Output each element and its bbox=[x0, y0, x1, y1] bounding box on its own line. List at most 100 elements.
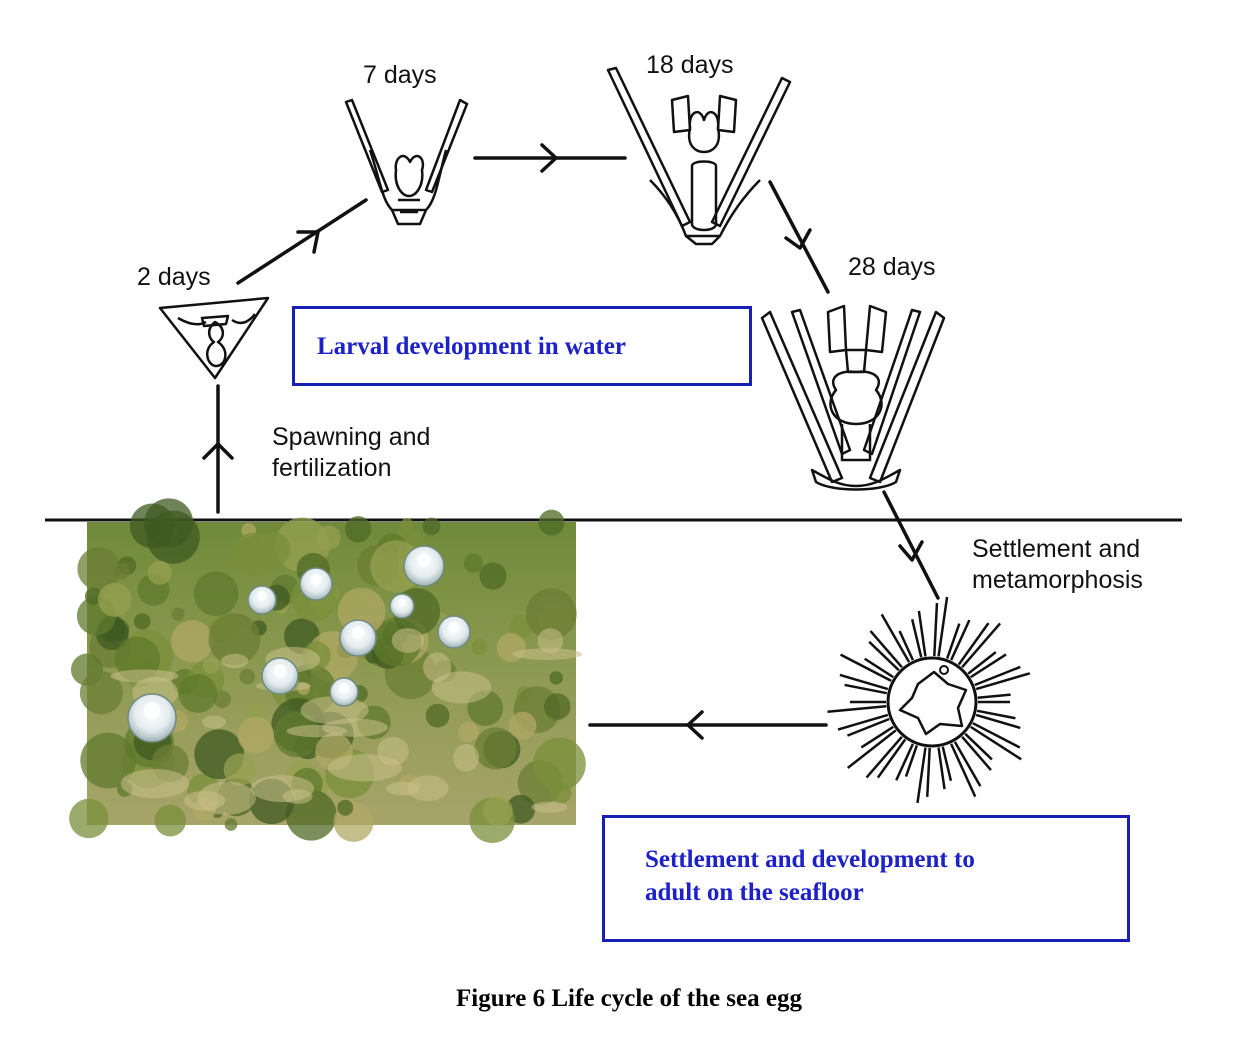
urchin-spine bbox=[864, 657, 894, 679]
algae-clump bbox=[193, 571, 239, 617]
algae-clump bbox=[154, 804, 187, 837]
algae-clump bbox=[508, 711, 537, 740]
sand-patch bbox=[423, 652, 452, 683]
larval-development-text: Larval development in water bbox=[317, 333, 626, 360]
algae-clump bbox=[474, 727, 517, 770]
algae-clump bbox=[549, 671, 563, 685]
larva-7-days-drawing bbox=[344, 98, 469, 226]
sand-patch bbox=[537, 628, 564, 654]
urchin-spine bbox=[976, 709, 1016, 720]
algae-clump bbox=[202, 657, 220, 674]
urchin-spine bbox=[846, 729, 897, 769]
label-28-days: 28 days bbox=[848, 253, 936, 281]
larva-28-days-drawing bbox=[760, 304, 946, 491]
arrow-spawning-up bbox=[202, 384, 234, 514]
sand-patch bbox=[407, 775, 449, 802]
algae-clump bbox=[543, 693, 571, 720]
arrow-day7-to-day18 bbox=[473, 143, 627, 173]
urchin-spine bbox=[945, 623, 961, 659]
urchin-spine bbox=[876, 738, 907, 779]
label-18-days: 18 days bbox=[646, 51, 734, 79]
algae-clump bbox=[232, 532, 275, 575]
seafloor-development-text: Settlement and development to adult on t… bbox=[645, 846, 975, 906]
figure-caption: Figure 6 Life cycle of the sea egg bbox=[456, 985, 802, 1012]
sand-patch bbox=[202, 715, 227, 729]
urchin-spine bbox=[846, 717, 890, 737]
algae-clump bbox=[525, 588, 577, 640]
photo-urchin-highlight bbox=[257, 590, 267, 601]
sand-patch bbox=[431, 671, 492, 704]
sand-patch bbox=[197, 781, 256, 815]
urchin-spine bbox=[895, 743, 915, 781]
algae-clump bbox=[400, 517, 414, 531]
urchin-spine bbox=[827, 705, 887, 713]
urchin-spine bbox=[961, 735, 992, 771]
urchin-spine bbox=[837, 713, 889, 731]
cycle-arrows bbox=[202, 143, 940, 740]
algae-clump bbox=[425, 703, 450, 728]
urchin-spine bbox=[961, 622, 1002, 669]
photo-urchin-highlight bbox=[143, 702, 161, 720]
urchin-spine bbox=[949, 743, 977, 798]
algae-clump bbox=[532, 737, 586, 791]
larval-development-box: Larval development in water bbox=[292, 306, 752, 386]
algae-clump bbox=[239, 668, 256, 685]
arrow-juvenile-to-adult bbox=[588, 710, 828, 740]
algae-clump bbox=[549, 781, 572, 804]
urchin-spine bbox=[904, 745, 919, 778]
urchin-spine bbox=[937, 747, 946, 790]
sand-patch bbox=[327, 754, 402, 782]
arrow-day18-to-day28 bbox=[768, 180, 830, 294]
photo-urchin-highlight bbox=[448, 621, 460, 633]
sand-patch bbox=[120, 769, 190, 799]
larva-18-days-drawing bbox=[606, 66, 792, 246]
urchin-spine bbox=[970, 725, 1022, 761]
photo-urchin-highlight bbox=[351, 626, 365, 639]
urchin-spine bbox=[972, 722, 1021, 749]
juvenile-urchin-drawing bbox=[827, 596, 1031, 804]
photo-urchin-highlight bbox=[339, 682, 349, 693]
algae-clump bbox=[80, 732, 136, 789]
algae-clump bbox=[129, 503, 175, 549]
urchin-spine bbox=[880, 613, 911, 663]
algae-clump bbox=[471, 638, 488, 655]
urchin-spine bbox=[970, 653, 1007, 679]
urchin-spine bbox=[898, 630, 915, 661]
algae-clump bbox=[458, 721, 479, 743]
label-settlement-metamorphosis: Settlement and metamorphosis bbox=[972, 535, 1143, 595]
urchin-spine bbox=[957, 622, 990, 666]
algae-clump bbox=[97, 582, 132, 617]
sand-patch bbox=[512, 648, 583, 660]
algae-clump bbox=[483, 796, 513, 826]
label-2-days: 2 days bbox=[137, 263, 211, 291]
algae-clump bbox=[538, 509, 565, 536]
algae-clump bbox=[422, 517, 441, 536]
urchin-spine bbox=[933, 603, 939, 657]
urchin-spine bbox=[953, 741, 982, 787]
urchin-spine bbox=[916, 747, 927, 804]
photo-urchin-highlight bbox=[273, 664, 287, 677]
urchin-spine bbox=[975, 672, 1031, 691]
algae-clumps bbox=[69, 498, 586, 844]
urchin-spine bbox=[967, 651, 997, 675]
urchin-spine bbox=[865, 735, 903, 779]
urchin-spine bbox=[868, 640, 900, 672]
sand-patch bbox=[531, 801, 568, 813]
algae-clump bbox=[79, 671, 123, 715]
arrow-day2-to-day7 bbox=[236, 198, 368, 285]
urchin-spine bbox=[974, 665, 1021, 687]
algae-clump bbox=[463, 553, 484, 574]
urchin-spine bbox=[949, 619, 971, 661]
algae-clump bbox=[171, 620, 214, 663]
urchin-spine bbox=[860, 725, 894, 749]
sand-patch bbox=[385, 781, 419, 796]
sand-patch bbox=[221, 653, 249, 669]
algae-clump bbox=[178, 673, 218, 713]
algae-clump bbox=[113, 562, 130, 580]
label-spawning-fertilization: Spawning and fertilization bbox=[272, 423, 431, 483]
urchin-spine bbox=[839, 673, 889, 691]
urchin-spine bbox=[869, 630, 903, 669]
urchin-spine bbox=[937, 596, 949, 657]
urchin-spine bbox=[977, 693, 1011, 699]
